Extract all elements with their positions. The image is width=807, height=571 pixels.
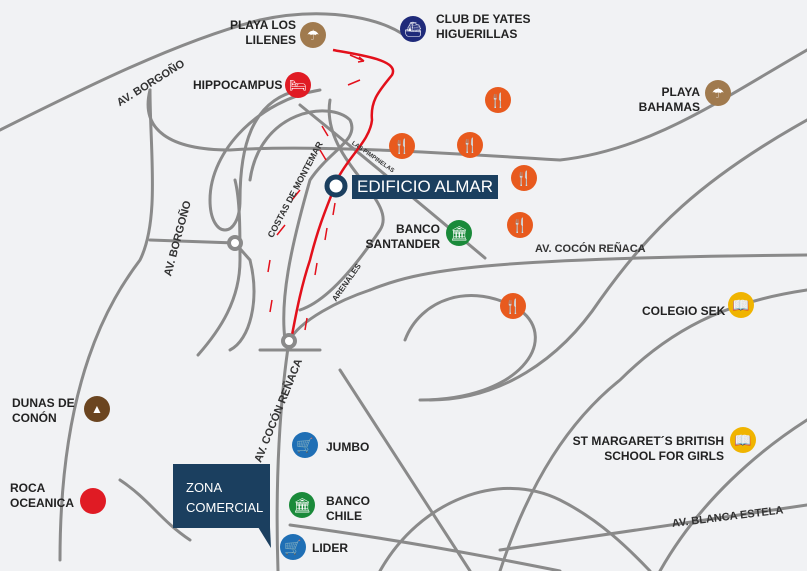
edificio-label[interactable]: EDIFICIO ALMAR [352, 175, 499, 199]
label-jumbo: JUMBO [326, 440, 370, 454]
road-blanca [498, 503, 807, 552]
road-inner2 [298, 98, 385, 312]
beach-icon[interactable]: ☂ [300, 22, 326, 48]
road-borgono-left [58, 88, 154, 562]
label-hippocampus: HIPPOCAMPUS [193, 78, 283, 92]
road-cocon-h [368, 253, 807, 292]
road-borgono [0, 12, 412, 132]
label-club-yates: CLUB DE YATES HIGUERILLAS [436, 12, 531, 41]
label-playa-lilenes: PLAYA LOS LILENES [229, 18, 296, 47]
rock-marker-icon[interactable] [80, 488, 106, 514]
road-label-cocon: AV. COCÓN REÑACA [535, 243, 646, 255]
road-s6 [658, 418, 807, 571]
bank-icon[interactable]: 🏛 [289, 492, 315, 518]
restaurant-icon[interactable]: 🍴 [389, 133, 415, 159]
beach-icon[interactable]: ☂ [705, 80, 731, 106]
road-s2 [428, 118, 807, 402]
road-s5 [378, 486, 652, 571]
yacht-icon[interactable]: ⛴ [400, 16, 426, 42]
road-diag [338, 368, 472, 571]
label-colegio-sek: COLEGIO SEK [642, 304, 726, 318]
road-main-s [275, 339, 291, 571]
label-playa-bahamas: PLAYA BAHAMAS [638, 85, 700, 114]
restaurant-icon[interactable]: 🍴 [457, 132, 483, 158]
bank-icon[interactable]: 🏛 [446, 220, 472, 246]
road-s7 [118, 478, 192, 542]
route-arrows [267, 54, 365, 331]
restaurant-icon[interactable]: 🍴 [500, 293, 526, 319]
label-dunas: DUNAS DE CONÓN [12, 396, 75, 425]
road-inner [248, 109, 354, 342]
restaurant-icon[interactable]: 🍴 [507, 212, 533, 238]
road-montemar-loop [208, 88, 322, 232]
road-cocon-v [287, 288, 372, 343]
callout-pointer [258, 527, 271, 548]
label-st-margarets: ST MARGARET´S BRITISH SCHOOL FOR GIRLS [572, 434, 724, 463]
roundabout [227, 235, 243, 251]
dune-icon[interactable]: ▲ [84, 396, 110, 422]
book-icon[interactable]: 📖 [728, 292, 754, 318]
label-banco-chile: BANCO CHILE [326, 494, 370, 523]
restaurant-icon[interactable]: 🍴 [511, 165, 537, 191]
restaurant-icon[interactable]: 🍴 [485, 87, 511, 113]
label-banco-santander: BANCO SANTANDER [365, 222, 440, 251]
road-w [196, 178, 242, 357]
cart-icon[interactable]: 🛒 [280, 534, 306, 560]
cart-icon[interactable]: 🛒 [292, 432, 318, 458]
edificio-marker [324, 174, 348, 198]
zona-comercial-callout: ZONA COMERCIAL [173, 464, 270, 528]
label-roca: ROCA OCEANICA [10, 481, 75, 510]
label-lider: LIDER [312, 541, 348, 555]
road-s4 [288, 523, 562, 571]
book-icon[interactable]: 📖 [730, 427, 756, 453]
hotel-icon[interactable]: 🛏 [285, 72, 311, 98]
roundabout [281, 333, 297, 349]
route-line [290, 48, 395, 336]
road-ring [148, 238, 256, 352]
